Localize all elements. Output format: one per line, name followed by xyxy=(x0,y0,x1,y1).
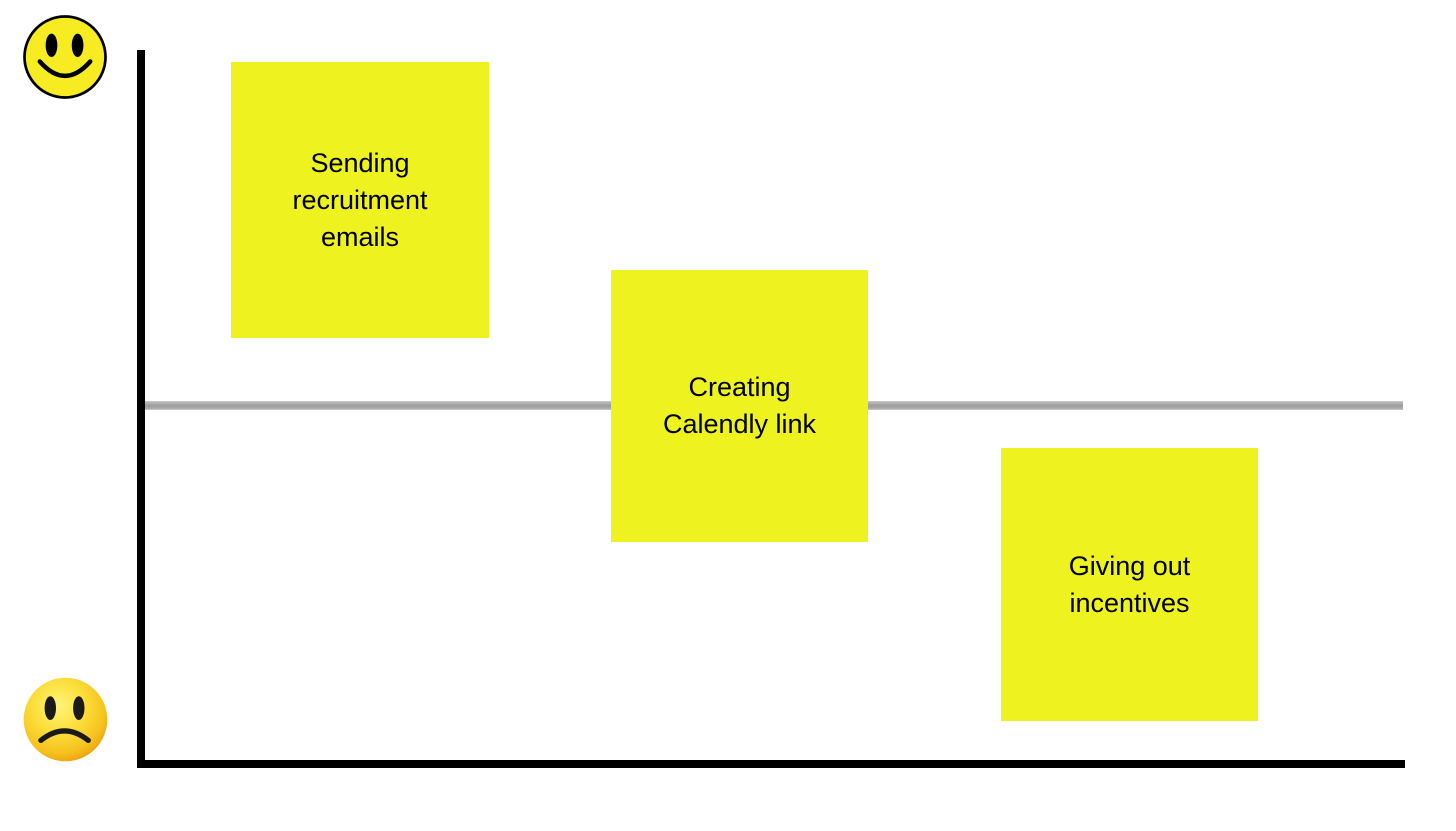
sad-face-icon xyxy=(18,672,113,767)
sticky-note-text: Giving out incentives xyxy=(1068,550,1191,618)
happy-face-icon xyxy=(20,12,110,102)
vertical-axis xyxy=(137,50,145,768)
sticky-note-text: Creating Calendly link xyxy=(662,372,817,439)
sticky-note[interactable]: Sending recruitment emails xyxy=(231,62,489,338)
horizontal-axis xyxy=(137,760,1405,768)
sticky-note[interactable]: Creating Calendly link xyxy=(611,270,868,542)
sticky-note-text: Sending recruitment emails xyxy=(292,147,428,252)
sticky-note[interactable]: Giving out incentives xyxy=(1001,448,1258,721)
